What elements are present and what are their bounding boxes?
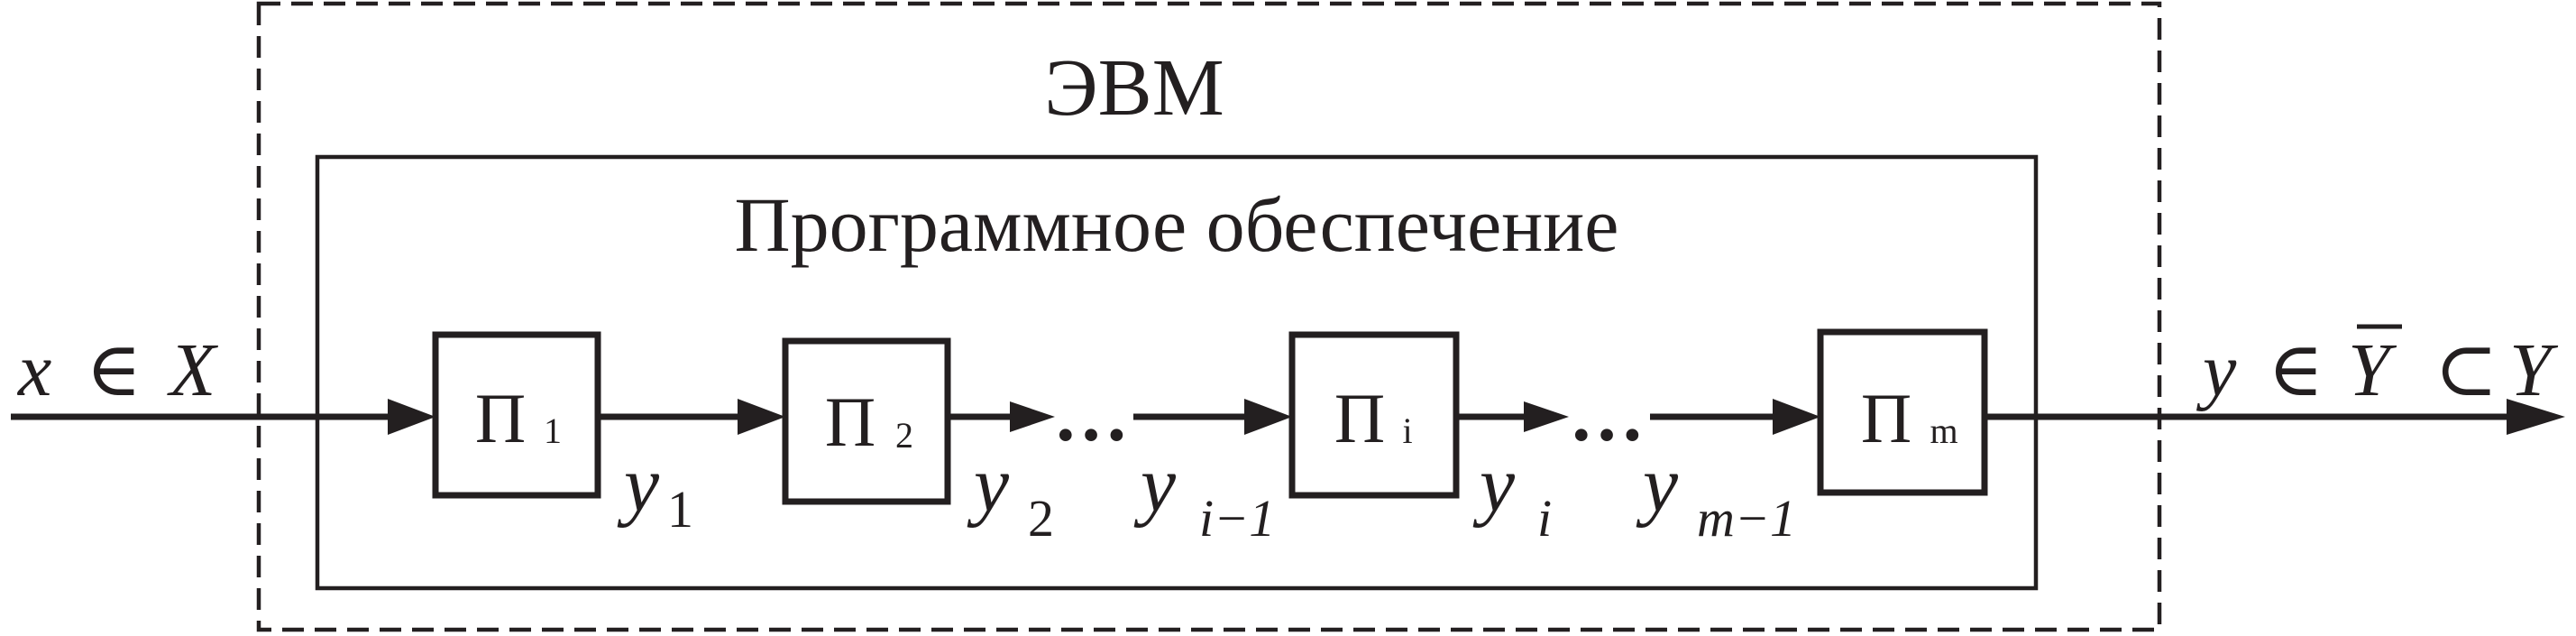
svg-text:y: y [1133, 441, 1177, 529]
svg-text:y: y [1472, 441, 1516, 529]
svg-text:∈: ∈ [86, 328, 142, 412]
svg-text:2: 2 [1028, 489, 1054, 548]
arrow-2-dots-head [1010, 401, 1055, 432]
svg-text:2: 2 [895, 415, 913, 456]
output-label: y ∈ Y ⊂ Y [2196, 324, 2559, 412]
arrow-to-block-i-head [1244, 399, 1292, 435]
svg-text:П: П [825, 383, 875, 461]
computer-label: ЭВМ [1044, 43, 1224, 133]
signal-y-i: y i [1472, 441, 1552, 548]
svg-text:П: П [475, 379, 526, 457]
svg-text:⊂: ⊂ [2434, 328, 2498, 412]
svg-text:y: y [617, 441, 660, 529]
input-label: x ∈ X [16, 328, 219, 412]
svg-text:i: i [1537, 489, 1552, 548]
software-frame [315, 154, 2039, 591]
svg-text:x: x [16, 328, 51, 412]
svg-text:i−1: i−1 [1199, 489, 1275, 548]
computer-boundary [256, 1, 2162, 632]
svg-text:X: X [167, 328, 219, 412]
arrow-i-dots-head [1524, 401, 1569, 432]
svg-text:m: m [1930, 410, 1957, 451]
ellipsis-1: … [1053, 373, 1129, 457]
svg-text:y: y [2196, 328, 2237, 412]
svg-text:П: П [1334, 379, 1385, 457]
svg-text:y: y [967, 441, 1010, 529]
svg-text:i: i [1402, 410, 1412, 451]
signal-y1: y 1 [617, 441, 693, 539]
software-label: Программное обеспечение [735, 181, 1619, 268]
signal-y2: y 2 [967, 441, 1054, 548]
arrow-1-2-head [738, 399, 785, 435]
ellipsis-2: … [1569, 373, 1645, 457]
program-block-i: П i [1288, 331, 1460, 499]
output-arrowhead [2507, 399, 2565, 435]
program-block-1: П 1 [432, 331, 601, 499]
signal-y-i-minus-1: y i−1 [1133, 441, 1275, 548]
svg-text:m−1: m−1 [1697, 489, 1796, 548]
svg-text:∈: ∈ [2268, 328, 2324, 412]
svg-text:П: П [1861, 379, 1911, 457]
svg-text:Y: Y [2509, 328, 2559, 412]
program-block-2: П 2 [782, 337, 951, 505]
svg-text:1: 1 [667, 480, 693, 539]
arrow-to-block-m-head [1773, 399, 1820, 435]
signal-y-m-minus-1: y m−1 [1636, 441, 1796, 548]
program-block-m: П m [1817, 328, 1988, 496]
svg-text:Y: Y [2348, 328, 2397, 412]
svg-text:y: y [1636, 441, 1679, 529]
svg-text:1: 1 [544, 410, 562, 451]
input-arrowhead [388, 399, 435, 435]
